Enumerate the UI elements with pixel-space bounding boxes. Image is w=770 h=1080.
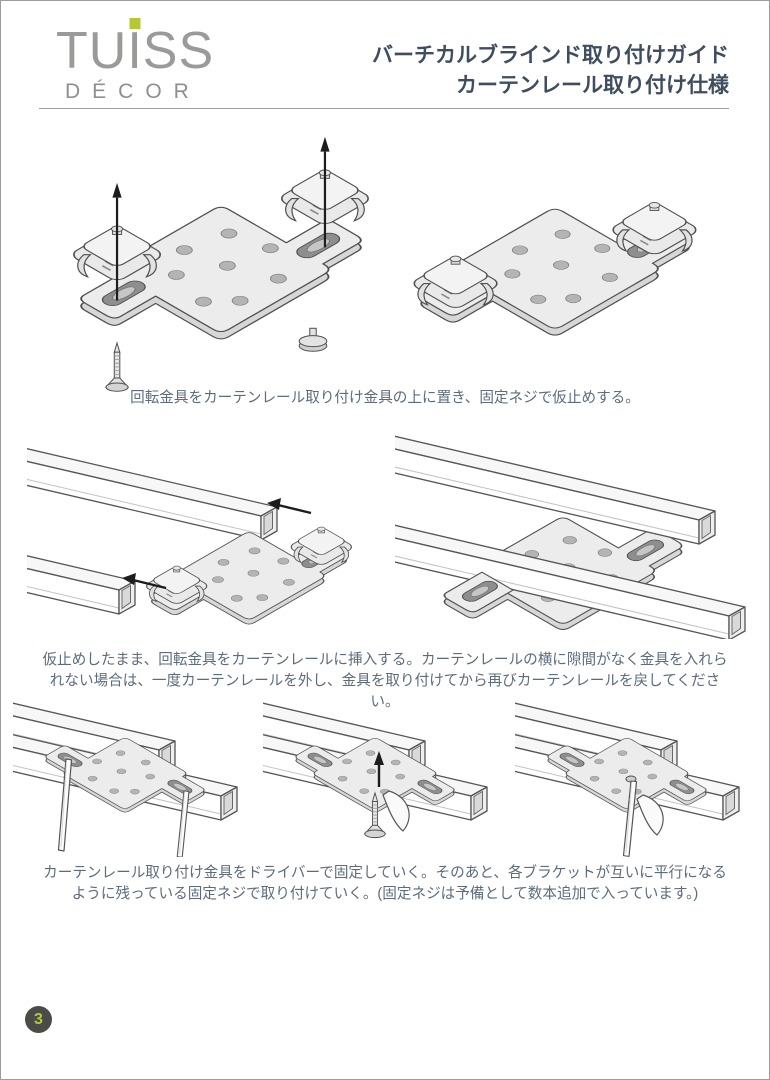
thumb-screw xyxy=(298,327,328,352)
curtain-rail xyxy=(27,423,278,541)
logo-letter-i: I xyxy=(127,18,142,77)
figure-step1-brackets-attached xyxy=(403,169,713,344)
logo-decor-text: DÉCOR xyxy=(65,80,201,103)
caption-step-3: カーテンレール取り付け金具をドライバーで固定していく。そのあと、各ブラケットが互… xyxy=(43,865,727,902)
caption-step-1: 回転金具をカーテンレール取り付け金具の上に置き、固定ネジで仮止めする。 xyxy=(130,390,640,406)
arrow-left-icon xyxy=(267,498,281,510)
arrow-up-icon xyxy=(374,751,384,765)
title-line-1: バーチカルブラインド取り付けガイド xyxy=(372,44,729,67)
logo-text-tu: TU xyxy=(56,22,128,80)
logo-green-dot-icon xyxy=(129,18,141,29)
figure-step2-insert-into-rail xyxy=(27,423,397,641)
figure-step2-inserted xyxy=(395,421,765,639)
title-line-2: カーテンレール取り付け仕様 xyxy=(456,74,729,97)
header-divider xyxy=(39,108,729,109)
arrow-left-icon xyxy=(122,573,136,585)
figure-step3-remaining-screws xyxy=(515,695,755,857)
rotating-bracket xyxy=(287,525,356,567)
logo-text-ss: SS xyxy=(142,22,215,80)
caption-step-2: 仮止めしたまま、回転金具をカーテンレールに挿入する。カーテンレールの横に隙間がな… xyxy=(42,652,728,710)
rotating-bracket xyxy=(607,200,701,258)
page-title: バーチカルブラインド取り付けガイド カーテンレール取り付け仕様 xyxy=(372,41,729,101)
page-number-badge: 3 xyxy=(25,1006,52,1033)
figure-step1-brackets-placed xyxy=(59,135,379,393)
fixing-screw xyxy=(105,342,129,392)
figure-step3-screwdriver-fixing xyxy=(13,695,253,857)
figure-step3-screw-from-below xyxy=(263,695,503,857)
